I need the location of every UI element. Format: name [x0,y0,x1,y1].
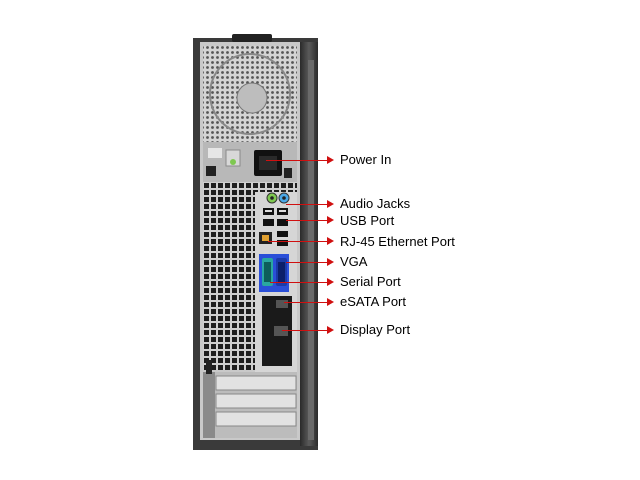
label-audio-jacks: Audio Jacks [340,196,411,211]
arrow-serial-port [270,278,334,286]
label-display-port: Display Port [340,322,411,337]
arrow-display-port [282,326,334,334]
side-vent-upper [203,182,255,250]
label-power-in: Power In [340,152,392,167]
label-rj45-port: RJ-45 Ethernet Port [340,234,455,249]
label-usb-port: USB Port [340,213,395,228]
side-vent-lower [203,250,255,370]
arrow-vga [286,258,334,266]
label-esata-port: eSATA Port [340,294,406,309]
chassis-handle [232,34,272,42]
arrow-esata-port [284,298,334,306]
arrow-usb-port [286,216,334,224]
arrow-audio-jacks [286,200,334,208]
arrow-power-in [266,156,334,164]
label-vga: VGA [340,254,368,269]
label-serial-port: Serial Port [340,274,401,289]
arrow-rj45-port [268,237,334,245]
